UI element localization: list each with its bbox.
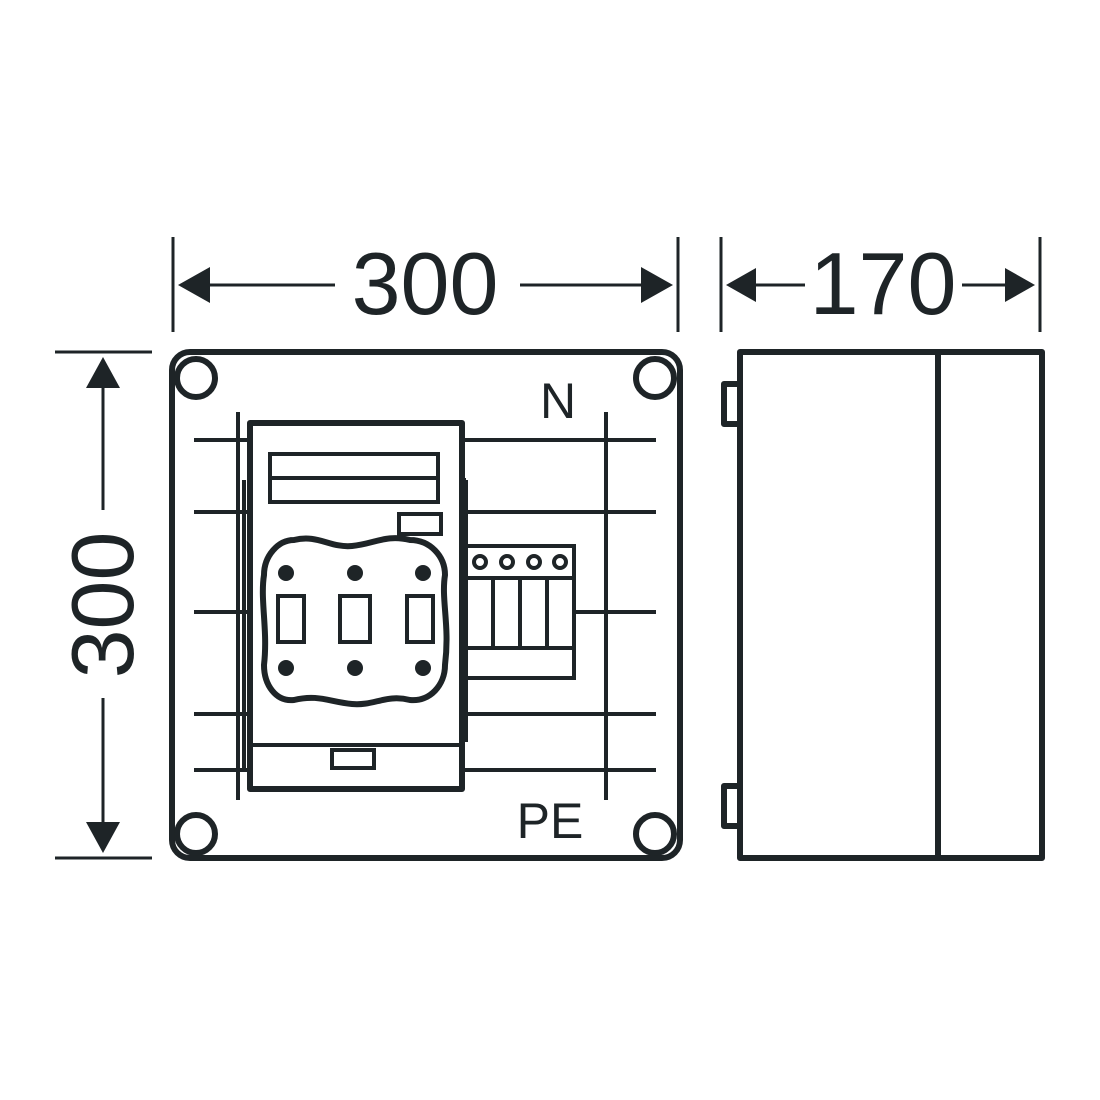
terminal-icon: [526, 554, 542, 570]
arrow-right-icon: [1005, 268, 1035, 302]
arrow-left-icon: [726, 268, 756, 302]
height-value: 300: [53, 532, 152, 679]
fuse-window: [338, 594, 372, 644]
arrow-up-icon: [86, 357, 120, 388]
surge-protector-body: [464, 544, 576, 680]
width-value: 300: [352, 234, 499, 333]
hinge-top: [721, 381, 743, 427]
depth-value: 170: [810, 234, 957, 333]
depth-dimension: 170: [719, 234, 1042, 333]
hinge-bottom: [721, 783, 743, 829]
terminal-tab: [330, 748, 376, 770]
terminal-icon: [472, 554, 488, 570]
side-outline: [737, 349, 1045, 861]
pe-label: PE: [517, 793, 584, 849]
arrow-right-icon: [641, 267, 673, 303]
height-dimension: 300: [53, 350, 152, 860]
screw-hole-icon: [633, 356, 677, 400]
screw-hole-icon: [633, 812, 677, 856]
screw-icon: [415, 660, 431, 676]
screw-icon: [278, 660, 294, 676]
enclosure-front-view: N PE: [169, 349, 683, 861]
enclosure-side-view: [721, 349, 1045, 861]
screw-icon: [347, 565, 363, 581]
fuse-window: [276, 594, 306, 644]
indicator-window: [397, 512, 443, 536]
screw-icon: [278, 565, 294, 581]
screw-icon: [347, 660, 363, 676]
screw-hole-icon: [174, 812, 218, 856]
neutral-label: N: [540, 373, 576, 429]
enclosure-outline: [169, 349, 683, 861]
screw-hole-icon: [174, 356, 218, 400]
unit-body: [247, 420, 465, 792]
fuse-window: [405, 594, 435, 644]
terminal-icon: [499, 554, 515, 570]
switch-handle-plate: [259, 535, 450, 708]
screw-icon: [415, 565, 431, 581]
width-dimension: 300: [171, 234, 680, 333]
fuse-switch-unit: [242, 420, 468, 792]
arrow-left-icon: [178, 267, 210, 303]
surge-protector: [464, 544, 576, 680]
terminal-icon: [552, 554, 568, 570]
arrow-down-icon: [86, 822, 120, 853]
